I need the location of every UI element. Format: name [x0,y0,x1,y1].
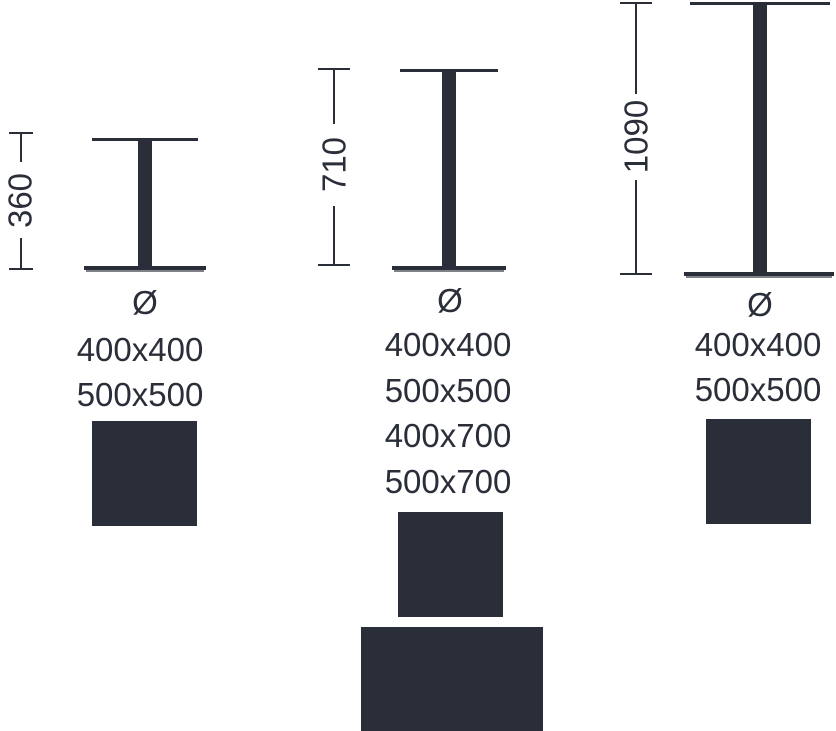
dimension-stem-top [20,132,22,162]
dimension-stem-bottom [20,238,22,269]
diameter-symbol: Ø [437,282,463,319]
base-plate-shadow [86,270,204,272]
base-plate [392,266,506,270]
height-label: 360 [1,172,39,229]
dimension-stem-top [333,68,335,124]
base-plate-shadow [394,270,504,272]
diameter-symbol: Ø [132,284,158,321]
rectangle-base-shape [361,627,543,731]
size-label: 500x700 [384,463,512,500]
dimension-stem-top [635,2,637,94]
height-label: 1090 [617,99,655,174]
dimension-stem-bottom [333,206,335,264]
size-label: 400x400 [694,326,822,363]
square-base-shape [92,421,197,526]
size-label: 400x700 [384,417,512,454]
base-plate [84,266,206,270]
column [138,140,152,268]
dimension-stem-bottom [635,180,637,273]
height-label: 710 [315,136,353,193]
column [753,4,767,272]
top-plate [92,138,198,141]
base-plate [684,272,834,276]
dimension-tick-bottom [9,268,33,270]
top-plate [690,2,830,5]
size-label: 400x400 [384,326,512,363]
column [442,71,456,268]
size-label: 400x400 [76,331,204,368]
top-plate [400,69,498,72]
size-label: 500x500 [384,372,512,409]
base-plate-shadow [686,276,832,278]
size-label: 500x500 [694,371,822,408]
square-base-shape [706,419,811,524]
diameter-symbol: Ø [747,286,773,323]
size-label: 500x500 [76,376,204,413]
dimension-tick-bottom [620,273,652,275]
square-base-shape [398,512,503,617]
dimension-tick-bottom [318,264,350,266]
